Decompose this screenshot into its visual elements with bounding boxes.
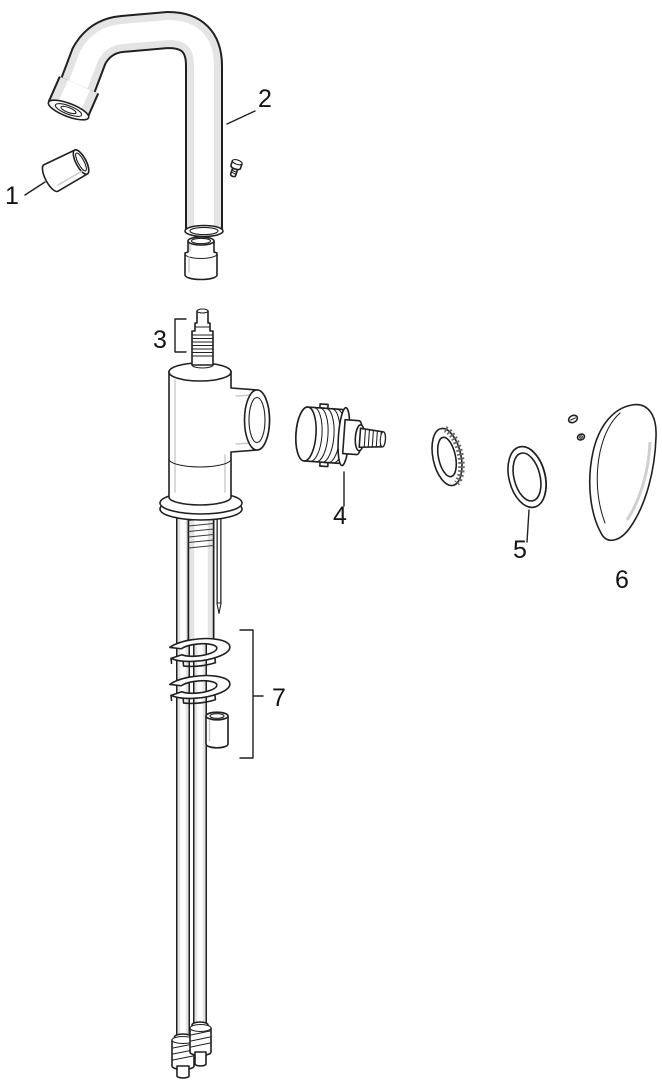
part-labels: 1 2 3 4 5 6 7	[5, 85, 629, 712]
part-label-1: 1	[5, 182, 19, 210]
cartridge-face	[295, 406, 317, 462]
spout-screw	[229, 159, 243, 178]
cartridge-ribs	[309, 406, 346, 464]
mounting-washer-2	[169, 674, 231, 705]
part-label-2: 2	[258, 85, 272, 113]
stem-splines	[363, 428, 382, 448]
leader-line-5	[526, 509, 530, 543]
fitting-knurl	[190, 1030, 211, 1048]
part-6-handle	[588, 403, 657, 541]
spout-adapter	[184, 236, 218, 281]
part-label-4: 4	[333, 502, 347, 530]
ring-nut-knurl	[443, 426, 465, 486]
bracket-3	[174, 318, 187, 353]
set-screw-1	[567, 414, 579, 424]
stem-threads	[191, 326, 214, 357]
part-2-spout	[47, 10, 224, 238]
bracket-7	[239, 629, 264, 759]
rod-tip	[216, 602, 222, 615]
side-port-opening	[248, 396, 266, 444]
cartridge-ring-nut	[431, 426, 465, 487]
part-3-valve-stem	[191, 308, 214, 369]
handle-set-screws	[567, 414, 586, 441]
part-label-5: 5	[513, 536, 527, 564]
part-label-3: 3	[153, 326, 167, 354]
part-4-cartridge	[295, 403, 387, 468]
part-label-6: 6	[615, 566, 629, 594]
part-1-aerator-cap	[41, 149, 90, 193]
leader-line-1	[24, 181, 46, 196]
hose-fitting-left	[171, 1033, 195, 1079]
set-screw-2	[576, 433, 586, 441]
faucet-body	[168, 362, 271, 506]
spout-tip-face	[47, 99, 90, 121]
part-label-7: 7	[272, 684, 286, 712]
leader-lines	[24, 110, 530, 759]
pull-rod	[216, 505, 222, 615]
body-collar-line	[168, 458, 232, 468]
hose-fitting-right	[189, 1021, 212, 1067]
mounting-washer-1	[169, 637, 231, 668]
mounting-nut	[205, 711, 229, 749]
leader-line-2	[226, 110, 256, 125]
threaded-shank	[187, 505, 216, 645]
part-5-trim-ring	[507, 445, 547, 509]
